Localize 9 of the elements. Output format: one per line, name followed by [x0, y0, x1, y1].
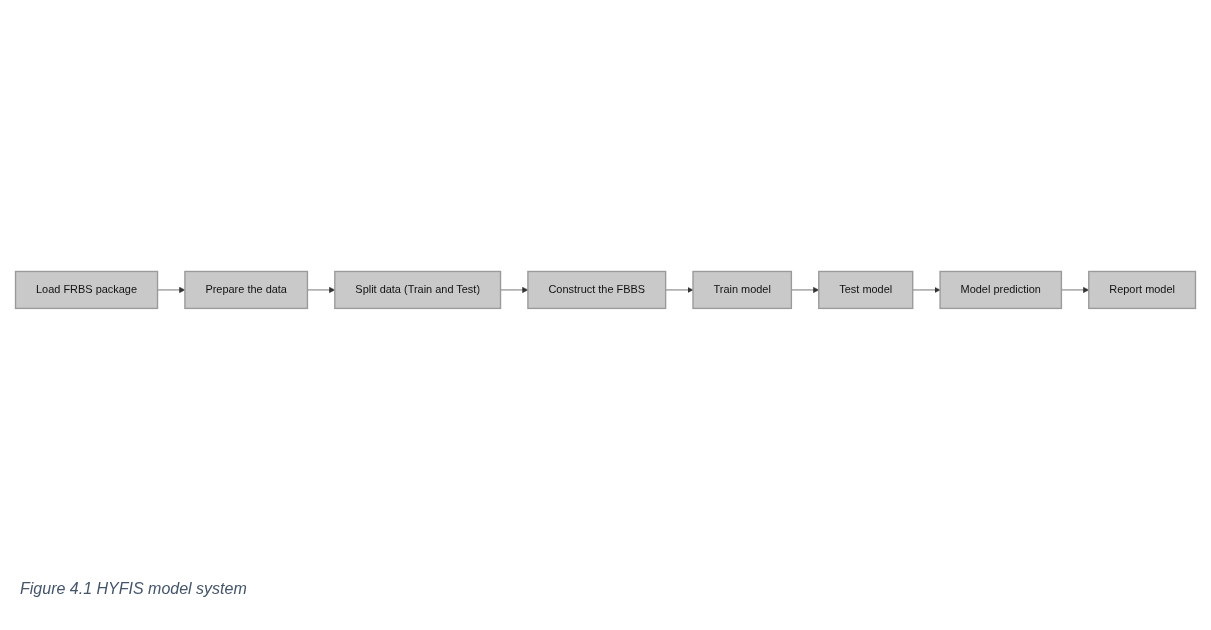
node-box: Model prediction	[939, 270, 1063, 310]
node-box: Train model	[692, 270, 793, 310]
node-box: Load FRBS package	[14, 270, 159, 310]
node-box: Split data (Train and Test)	[334, 270, 502, 310]
figure-caption: Figure 4.1 HYFIS model system	[20, 580, 247, 598]
node-box: Construct the FBBS	[527, 270, 667, 310]
node-box: Prepare the data	[184, 270, 309, 310]
node-box: Report model	[1088, 270, 1197, 310]
node-box: Test model	[818, 270, 914, 310]
